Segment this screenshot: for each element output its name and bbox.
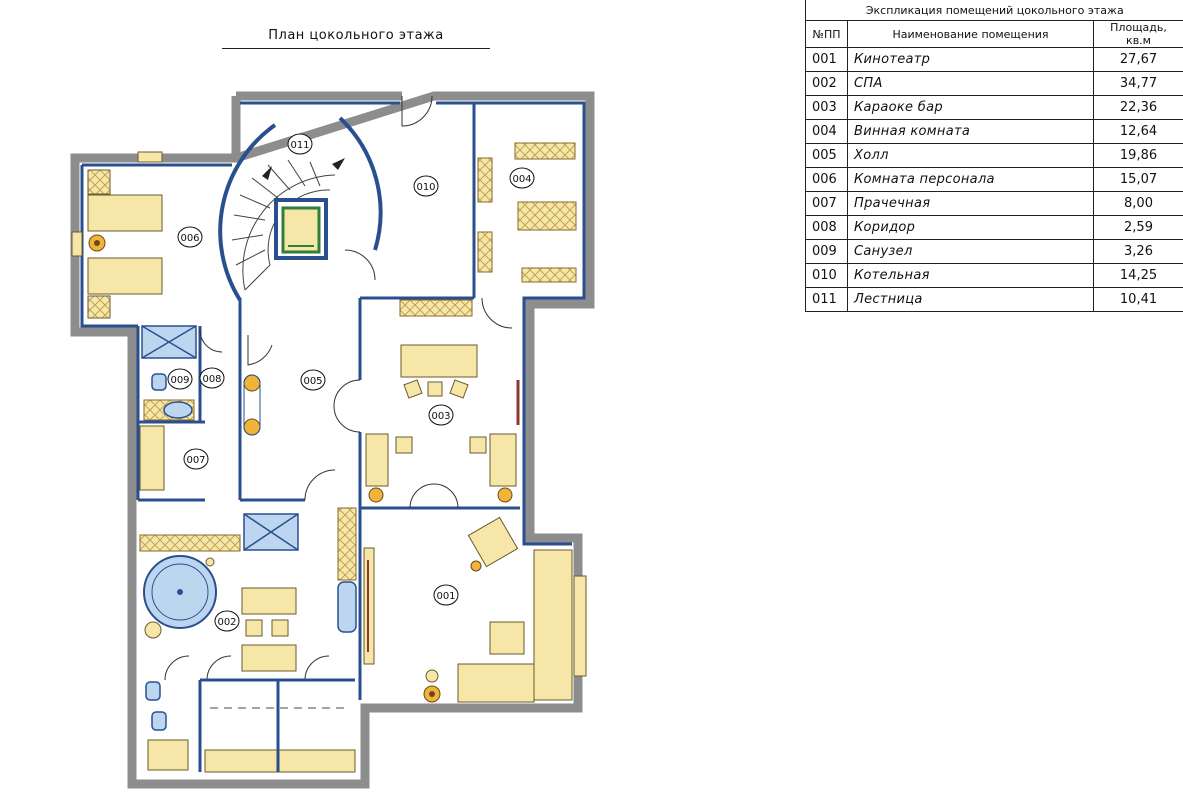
karaoke-furniture — [365, 344, 520, 503]
room-label: 010 — [416, 182, 435, 193]
room-area: 19,86 — [1092, 143, 1183, 168]
spa-furniture — [143, 555, 356, 773]
room-marker-002: 002 — [214, 610, 240, 632]
room-marker-005: 005 — [300, 369, 326, 391]
hall-furniture — [243, 374, 261, 436]
room-marker-009: 009 — [167, 368, 193, 390]
plan-title: План цокольного этажа — [222, 28, 490, 49]
room-label: 003 — [431, 411, 450, 422]
room-number: 002 — [805, 71, 848, 96]
explication-table: Экспликация помещений цокольного этажа №… — [804, 0, 1183, 312]
room-number: 004 — [805, 119, 848, 144]
room-area: 22,36 — [1092, 95, 1183, 120]
room-marker-006: 006 — [177, 226, 203, 248]
room-name: Коридор — [847, 215, 1094, 240]
floor-plan: 011 010 004 006 009 008 005 003 007 002 … — [70, 91, 595, 789]
room-marker-011: 011 — [287, 133, 313, 155]
room-label: 001 — [436, 591, 455, 602]
room-number: 003 — [805, 95, 848, 120]
room-area: 14,25 — [1092, 263, 1183, 288]
explication-header-row: №ПП Наименование помещения Площадь, кв.м — [805, 20, 1183, 48]
staff-room-furniture — [71, 151, 163, 319]
room-label: 002 — [217, 617, 236, 628]
room-marker-007: 007 — [183, 448, 209, 470]
room-name: Холл — [847, 143, 1094, 168]
room-label: 006 — [180, 233, 199, 244]
room-name: Котельная — [847, 263, 1094, 288]
door-swings — [164, 95, 513, 681]
room-marker-008: 008 — [199, 367, 225, 389]
explication-caption: Экспликация помещений цокольного этажа — [804, 0, 1183, 21]
room-label: 004 — [512, 174, 531, 185]
room-area: 3,26 — [1092, 239, 1183, 264]
room-label: 011 — [290, 140, 309, 151]
room-name: Караоке бар — [847, 95, 1094, 120]
room-area: 34,77 — [1092, 71, 1183, 96]
room-number: 006 — [805, 167, 848, 192]
wine-racks — [139, 142, 577, 581]
room-area: 8,00 — [1092, 191, 1183, 216]
explication-caption-row: Экспликация помещений цокольного этажа — [804, 0, 1183, 21]
room-number: 011 — [805, 287, 848, 312]
room-marker-003: 003 — [428, 404, 454, 426]
room-name: Кинотеатр — [847, 47, 1094, 72]
room-markers: 011 010 004 006 009 008 005 003 007 002 … — [167, 133, 535, 632]
staircase — [218, 116, 383, 302]
room-area: 10,41 — [1092, 287, 1183, 312]
room-label: 005 — [303, 376, 322, 387]
inner-walls — [80, 101, 586, 700]
room-marker-010: 010 — [413, 175, 439, 197]
room-number: 009 — [805, 239, 848, 264]
room-name: Санузел — [847, 239, 1094, 264]
room-area: 12,64 — [1092, 119, 1183, 144]
header-number: №ПП — [805, 20, 848, 48]
header-area: Площадь, кв.м — [1092, 20, 1183, 48]
room-area: 15,07 — [1092, 167, 1183, 192]
room-name: Лестница — [847, 287, 1094, 312]
sanitary-fixtures — [141, 325, 357, 731]
room-marker-004: 004 — [509, 167, 535, 189]
room-label: 008 — [202, 374, 221, 385]
room-name: Прачечная — [847, 191, 1094, 216]
room-number: 001 — [805, 47, 848, 72]
room-number: 005 — [805, 143, 848, 168]
room-marker-001: 001 — [433, 584, 459, 606]
room-name: Комната персонала — [847, 167, 1094, 192]
room-area: 2,59 — [1092, 215, 1183, 240]
room-area: 27,67 — [1092, 47, 1183, 72]
room-label: 007 — [186, 455, 205, 466]
room-number: 010 — [805, 263, 848, 288]
room-name: СПА — [847, 71, 1094, 96]
laundry-furniture — [139, 425, 165, 491]
room-number: 008 — [805, 215, 848, 240]
room-number: 007 — [805, 191, 848, 216]
cinema-furniture — [363, 516, 587, 703]
room-name: Винная комната — [847, 119, 1094, 144]
room-label: 009 — [170, 375, 189, 386]
header-name: Наименование помещения — [847, 20, 1094, 48]
